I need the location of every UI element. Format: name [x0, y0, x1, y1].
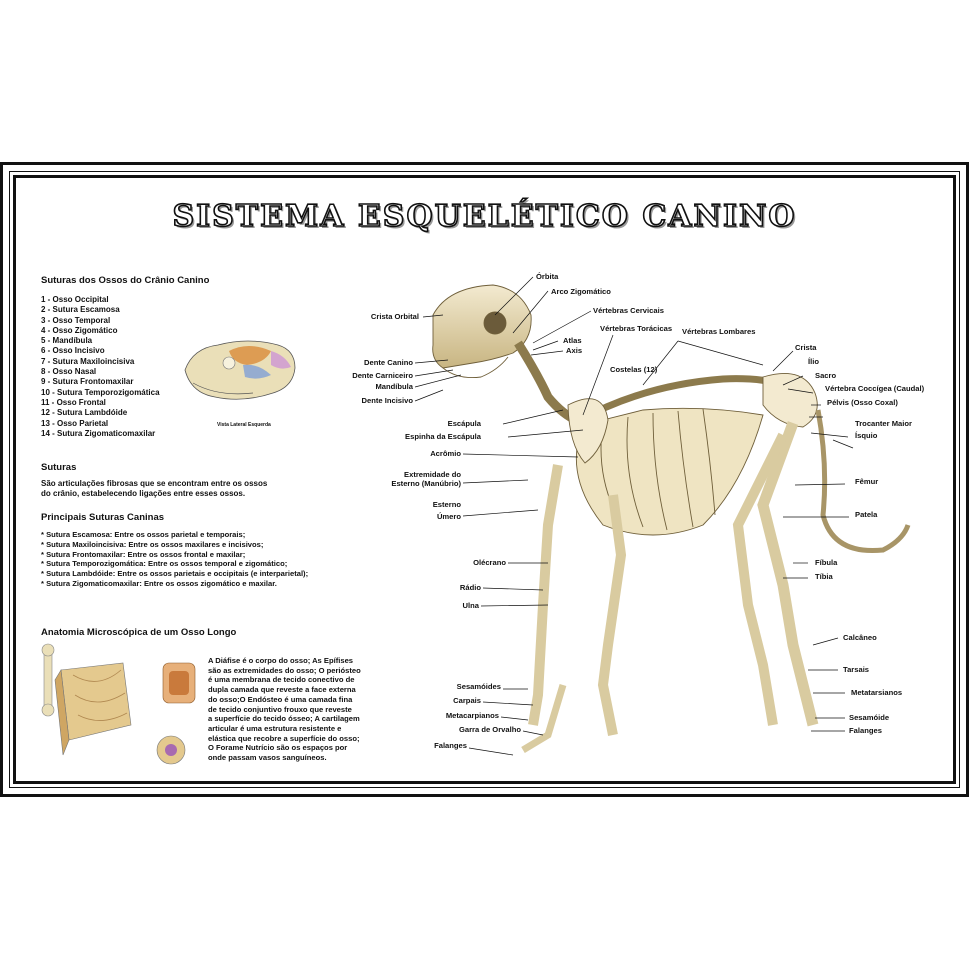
- illustration-layer: [41, 276, 911, 765]
- principais-list: * Sutura Escamosa: Entre os ossos pariet…: [41, 530, 308, 589]
- label-radio: Rádio: [459, 583, 481, 592]
- skull-item: 6 - Osso Incisivo: [41, 346, 105, 356]
- label-metatarsianos: Metatarsianos: [851, 688, 903, 697]
- label-esterno: Esterno: [432, 500, 461, 509]
- label-crista: Crista: [795, 343, 817, 352]
- skull-item: 7 - Sutura Maxiloincisiva: [41, 356, 135, 366]
- skull-item: 12 - Sutura Lambdóide: [41, 408, 128, 418]
- principais-item: * Sutura Maxiloincisiva: Entre os ossos …: [41, 539, 264, 549]
- leader-lines: [414, 276, 854, 756]
- label-axis: Axis: [566, 346, 583, 355]
- label-atlas: Atlas: [563, 336, 582, 345]
- label-trocanter: Trocanter Maior: [855, 419, 912, 428]
- label-dente-canino: Dente Canino: [364, 358, 413, 367]
- microscopic-line: dupla camada que reveste a face externa: [208, 685, 356, 695]
- label-arco-zigomatico: Arco Zigomático: [551, 287, 611, 296]
- label-metacarpianos: Metacarpianos: [445, 711, 499, 720]
- skull-item: 11 - Osso Frontal: [41, 397, 106, 407]
- label-tarsais: Tarsais: [843, 665, 870, 674]
- microscopic-line: articular é uma estrutura resistente e: [208, 723, 342, 733]
- label-isquio: Ísquio: [855, 431, 878, 440]
- skull-item: 9 - Sutura Frontomaxilar: [41, 377, 134, 387]
- skull-item: 14 - Sutura Zigomaticomaxilar: [41, 428, 156, 438]
- label-ilio: Ílio: [808, 357, 819, 366]
- skull-item: 4 - Osso Zigomático: [41, 325, 118, 335]
- skull-item: 5 - Mandíbula: [41, 336, 93, 346]
- skull-item: 13 - Osso Parietal: [41, 418, 109, 428]
- label-umero: Úmero: [436, 512, 461, 521]
- skull-suture-list: 1 - Osso Occipital 2 - Sutura Escamosa 3…: [41, 295, 160, 439]
- microscopic-text: A Diáfise é o corpo do osso; As Epífises…: [208, 656, 361, 763]
- label-falanges-rear: Falanges: [849, 726, 882, 735]
- label-escapula: Escápula: [447, 419, 481, 428]
- label-dente-carniceiro: Dente Carniceiro: [352, 371, 413, 380]
- poster-frame: SISTEMA ESQUELÉTICO CANINO Suturas dos O…: [0, 162, 969, 797]
- microscopic-line: O Forame Nutrício são os espaços por: [208, 743, 348, 753]
- label-extremidade-esterno-2: Esterno (Manúbrio): [391, 479, 461, 488]
- principais-item: * Sutura Escamosa: Entre os ossos pariet…: [41, 530, 246, 539]
- microscopic-line: A Diáfise é o corpo do osso; As Epífises: [208, 656, 354, 665]
- label-patela: Patela: [855, 510, 878, 519]
- skull-item: 10 - Sutura Temporozigomática: [41, 387, 160, 397]
- principais-item: * Sutura Temporozigomática: Entre os oss…: [41, 559, 288, 569]
- label-garra-orvalho: Garra de Orvalho: [458, 725, 521, 734]
- suturas-heading: Suturas: [41, 462, 77, 473]
- label-crista-orbital: Crista Orbital: [370, 312, 419, 321]
- microscopic-line: elástica que recobre a superfície do oss…: [208, 733, 360, 743]
- small-skull-illustration: [184, 340, 296, 400]
- principais-item: * Sutura Frontomaxilar: Entre os ossos f…: [41, 549, 246, 559]
- microscopic-line: onde passam vasos sanguíneos.: [208, 753, 327, 763]
- label-costelas: Costelas (12): [610, 365, 658, 374]
- label-acromio: Acrômio: [430, 449, 461, 458]
- suturas-text: São articulações fibrosas que se encontr…: [41, 479, 267, 500]
- dog-skeleton: [432, 284, 911, 754]
- poster-inner-border: [9, 171, 960, 788]
- skull-section-heading: Suturas dos Ossos do Crânio Canino: [41, 275, 210, 286]
- label-carpais: Carpais: [453, 696, 481, 705]
- microscopic-heading: Anatomia Microscópica de um Osso Longo: [41, 627, 237, 638]
- label-olecrano: Olécrano: [473, 558, 506, 567]
- label-femur: Fêmur: [855, 477, 879, 486]
- label-orbita: Órbita: [536, 272, 559, 281]
- skull-item: 8 - Osso Nasal: [41, 367, 97, 377]
- poster-title: SISTEMA ESQUELÉTICO CANINO: [172, 198, 797, 235]
- label-ulna: Ulna: [462, 601, 479, 610]
- label-vertebras-toracicas: Vértebras Torácicas: [600, 324, 673, 333]
- skull-item: 3 - Osso Temporal: [41, 315, 111, 325]
- label-pelvis: Pélvis (Osso Coxal): [827, 398, 898, 407]
- label-vertebras-cervicais: Vértebras Cervicais: [593, 306, 664, 315]
- label-falanges-front: Falanges: [434, 741, 467, 750]
- microscopic-line: do osso;O Endósteo é uma camada fina: [208, 694, 353, 704]
- label-mandibula: Mandíbula: [375, 382, 413, 391]
- label-dente-incisivo: Dente Incisivo: [361, 396, 413, 405]
- poster-inner-border-thick: [13, 175, 956, 784]
- label-sesamoide: Sesamóide: [849, 713, 890, 722]
- skull-item: 2 - Sutura Escamosa: [41, 305, 120, 315]
- label-espinha-escapula: Espinha da Escápula: [405, 432, 481, 441]
- skull-caption: Vista Lateral Esquerda: [217, 422, 271, 428]
- label-calcaneo: Calcâneo: [843, 633, 877, 642]
- label-fibula: Fíbula: [815, 558, 838, 567]
- microscopic-line: é uma membrana de tecido conectivo de: [208, 675, 355, 685]
- principais-item: * Sutura Zigomaticomaxilar: Entre os oss…: [41, 578, 277, 588]
- principais-item: * Sutura Lambdóide: Entre os ossos parie…: [41, 569, 309, 579]
- label-extremidade-esterno: Extremidade do: [404, 470, 461, 479]
- label-sacro: Sacro: [815, 371, 837, 380]
- principais-heading: Principais Suturas Caninas: [41, 512, 165, 523]
- skull-item: 1 - Osso Occipital: [41, 295, 109, 304]
- label-vertebras-lombares: Vértebras Lombares: [682, 327, 756, 336]
- label-tibia: Tíbia: [815, 572, 833, 581]
- long-bone-illustration: [41, 643, 196, 765]
- suturas-line: São articulações fibrosas que se encontr…: [41, 479, 268, 488]
- microscopic-line: de tecido conjuntivo frouxo que reveste: [208, 704, 352, 714]
- suturas-line: do crânio, estabelecendo ligações entre …: [41, 489, 246, 499]
- label-sesamoides: Sesamóides: [456, 682, 501, 691]
- label-vertebra-coccigea: Vértebra Coccígea (Caudal): [825, 384, 925, 393]
- microscopic-line: a superfície do tecido ósseo; A cartilag…: [208, 714, 360, 724]
- microscopic-line: são as extremidades do osso; O periósteo: [208, 665, 361, 675]
